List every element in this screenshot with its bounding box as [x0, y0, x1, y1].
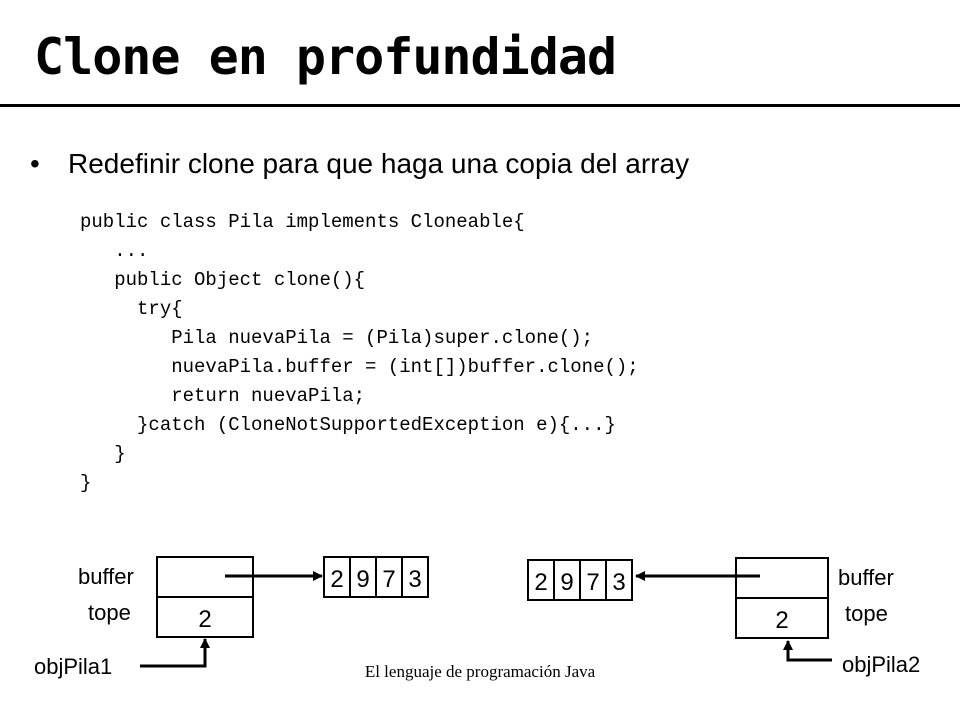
- code-block: public class Pila implements Cloneable{ …: [80, 208, 639, 498]
- array-cell: 2: [534, 569, 547, 596]
- buffer-label: buffer: [78, 564, 134, 589]
- slide-title: Clone en profundidad: [34, 28, 617, 86]
- code-line: }: [80, 443, 126, 465]
- object-pila1: buffer tope 2 objPila1: [34, 556, 323, 679]
- array-left: 2 9 7 3: [323, 556, 429, 598]
- tope-value: 2: [775, 607, 788, 634]
- array-cell: 9: [356, 566, 369, 593]
- code-line: }catch (CloneNotSupportedException e){..…: [80, 414, 616, 436]
- code-line: ...: [80, 240, 149, 262]
- array-cell: 2: [330, 566, 343, 593]
- code-line: return nuevaPila;: [80, 385, 366, 407]
- reference-arrow: [783, 640, 832, 662]
- tope-value: 2: [198, 606, 211, 633]
- code-line: public Object clone(){: [80, 269, 366, 291]
- bullet-text: Redefinir clone para que haga una copia …: [68, 148, 690, 179]
- array-cell: 7: [586, 569, 599, 596]
- code-line: nuevaPila.buffer = (int[])buffer.clone()…: [80, 356, 639, 378]
- code-line: }: [80, 472, 92, 494]
- array-cell: 3: [612, 569, 625, 596]
- object-pila2: buffer tope 2 objPila2: [635, 557, 920, 677]
- footer-text: El lenguaje de programación Java: [364, 662, 596, 681]
- code-line: Pila nuevaPila = (Pila)super.clone();: [80, 327, 594, 349]
- array-cell: 3: [408, 566, 421, 593]
- tope-label: tope: [88, 600, 131, 625]
- tope-label: tope: [845, 601, 888, 626]
- object-label: objPila2: [842, 652, 920, 677]
- code-line: public class Pila implements Cloneable{: [80, 211, 525, 233]
- array-cell: 7: [382, 566, 395, 593]
- array-right: 2 9 7 3: [527, 559, 633, 601]
- code-line: try{: [80, 298, 183, 320]
- object-label: objPila1: [34, 654, 112, 679]
- title-divider: [0, 104, 960, 107]
- buffer-label: buffer: [838, 565, 894, 590]
- bullet-dot-icon: •: [30, 148, 40, 179]
- array-cell: 9: [560, 569, 573, 596]
- reference-arrow: [140, 638, 210, 668]
